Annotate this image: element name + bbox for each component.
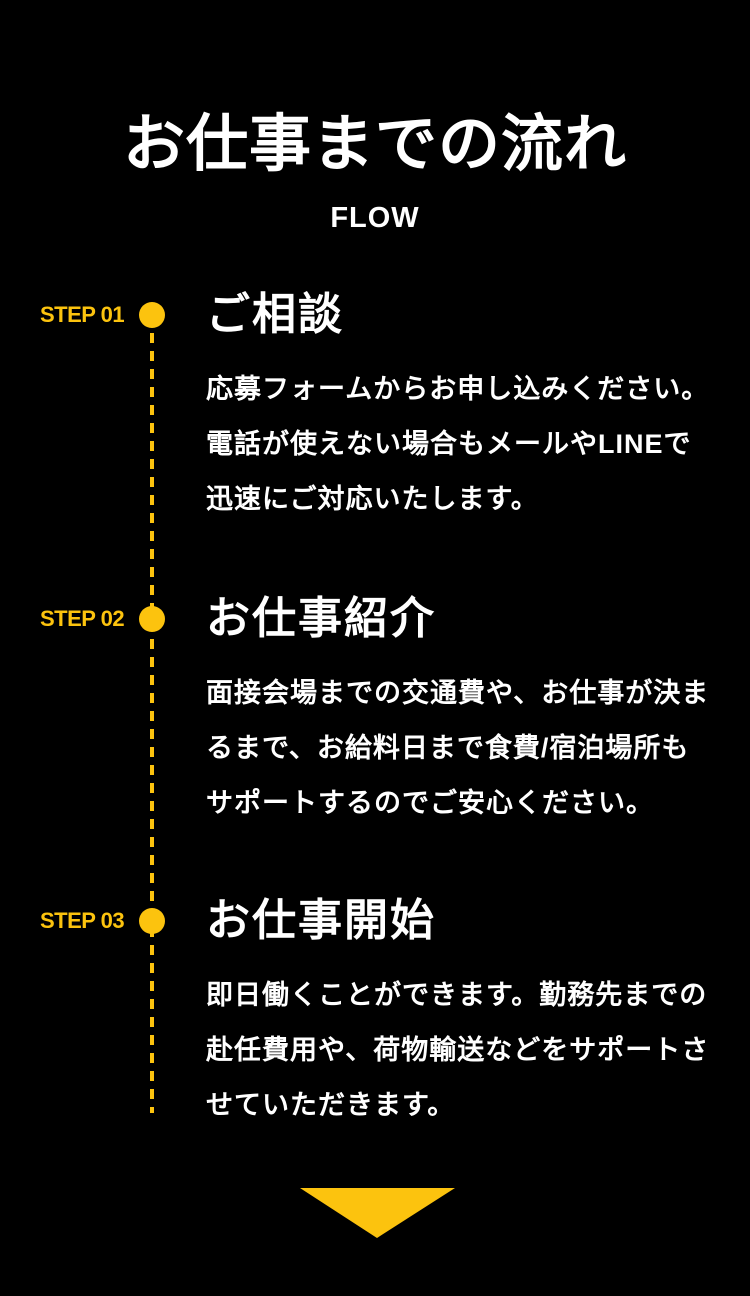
step-dot-icon — [139, 908, 165, 934]
step-3-description: 即日働くことができます。勤務先までの赴任費用や、荷物輸送などをサポートさせていた… — [206, 980, 710, 1120]
step-3-label: STEP 03 — [40, 908, 125, 933]
step-3-title: お仕事開始 — [206, 896, 436, 945]
page-subtitle: FLOW — [330, 202, 420, 234]
step-2-description: 面接会場までの交通費や、お仕事が決まるまで、お給料日まで食費/宿泊場所もサポート… — [206, 678, 710, 818]
step-1-description: 応募フォームからお申し込みください。電話が使えない場合もメールやLINEで迅速に… — [206, 374, 710, 514]
step-2-title: お仕事紹介 — [206, 594, 436, 643]
triangle-down-icon — [300, 1188, 455, 1238]
step-dot-icon — [139, 606, 165, 632]
page-title: お仕事までの流れ — [122, 110, 627, 179]
timeline-dotted-line — [150, 315, 154, 1113]
step-2-label: STEP 02 — [40, 606, 125, 631]
step-dot-icon — [139, 302, 165, 328]
step-1-label: STEP 01 — [40, 302, 125, 327]
step-1-title: ご相談 — [206, 290, 344, 339]
